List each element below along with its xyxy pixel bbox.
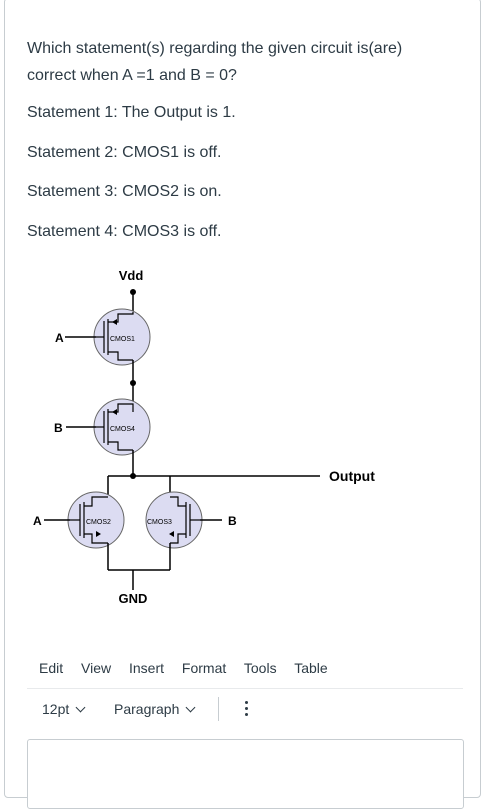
menu-format[interactable]: Format xyxy=(181,660,227,676)
menu-edit[interactable]: Edit xyxy=(39,660,64,676)
cmos3-transistor: CMOS3 xyxy=(145,491,203,549)
toolbar-divider xyxy=(218,697,219,721)
cmos4-transistor: CMOS4 xyxy=(93,398,151,456)
menu-insert[interactable]: Insert xyxy=(129,660,165,676)
input-a-label-1: A xyxy=(55,331,64,345)
gnd-label: GND xyxy=(119,591,148,606)
chevron-down-icon xyxy=(185,702,196,713)
cmos2-transistor: CMOS2 xyxy=(67,491,125,549)
menubar-divider xyxy=(27,688,463,689)
cmos2-label: CMOS2 xyxy=(86,519,111,526)
vdd-label: Vdd xyxy=(119,268,144,283)
cmos3-label: CMOS3 xyxy=(147,519,172,526)
menu-tools[interactable]: Tools xyxy=(243,660,277,676)
block-format-value: Paragraph xyxy=(114,701,180,717)
input-b-label-1: B xyxy=(54,421,63,435)
statement-2: Statement 2: CMOS1 is off. xyxy=(27,144,222,161)
font-size-select[interactable]: 12pt xyxy=(42,701,86,717)
circuit-diagram: Vdd CMOS1 A CMOS4 B Output xyxy=(33,268,375,606)
input-b-label-2: B xyxy=(228,514,237,528)
editor-menubar: Edit View Insert Format Tools Table xyxy=(39,660,342,676)
statement-1: Statement 1: The Output is 1. xyxy=(27,104,236,121)
statement-3: Statement 3: CMOS2 is on. xyxy=(27,183,222,200)
question-text: Which statement(s) regarding the given c… xyxy=(27,35,457,89)
series-node xyxy=(130,380,136,386)
menu-view[interactable]: View xyxy=(81,660,112,676)
chevron-down-icon xyxy=(75,702,86,713)
cmos4-label: CMOS4 xyxy=(110,426,135,433)
cmos1-label: CMOS1 xyxy=(110,336,135,343)
output-node xyxy=(130,473,136,479)
vertical-ellipsis-icon[interactable] xyxy=(245,701,249,719)
cmos1-transistor: CMOS1 xyxy=(93,308,151,366)
output-label: Output xyxy=(329,468,375,484)
font-size-value: 12pt xyxy=(42,701,70,717)
answer-editor[interactable] xyxy=(27,739,464,809)
menu-table[interactable]: Table xyxy=(294,660,328,676)
block-format-select[interactable]: Paragraph xyxy=(114,701,196,717)
statement-4: Statement 4: CMOS3 is off. xyxy=(27,223,222,240)
question-line-1: Which statement(s) regarding the given c… xyxy=(27,40,403,57)
input-a-label-2: A xyxy=(33,514,42,528)
question-line-2: correct when A =1 and B = 0? xyxy=(27,67,237,84)
